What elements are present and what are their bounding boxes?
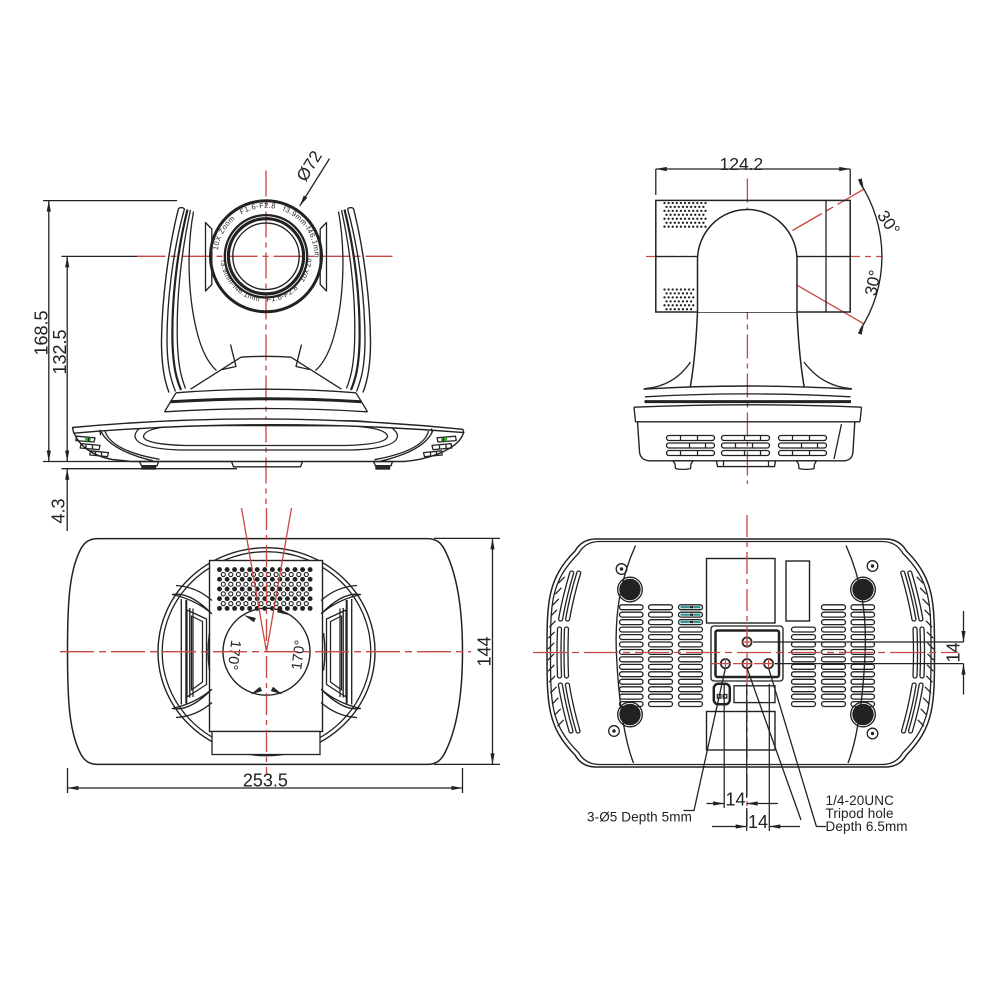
svg-text:30°: 30° — [861, 268, 885, 297]
svg-text:4.3: 4.3 — [49, 498, 69, 523]
svg-text:3-Ø5 Depth 5mm: 3-Ø5 Depth 5mm — [587, 810, 692, 825]
svg-text:14: 14 — [748, 812, 768, 832]
svg-text:14: 14 — [725, 790, 745, 810]
svg-text:132.5: 132.5 — [50, 329, 70, 374]
svg-text:170°: 170° — [224, 639, 244, 671]
svg-text:14: 14 — [944, 642, 964, 662]
svg-text:170°: 170° — [289, 639, 309, 671]
svg-text:168.5: 168.5 — [32, 310, 52, 355]
svg-text:124.2: 124.2 — [720, 154, 764, 174]
svg-text:1/4-20UNC: 1/4-20UNC — [826, 793, 895, 808]
svg-text:253.5: 253.5 — [243, 771, 288, 791]
svg-text:Tripod hole: Tripod hole — [826, 806, 894, 821]
svg-text:Depth 6.5mm: Depth 6.5mm — [826, 819, 908, 834]
svg-text:144: 144 — [475, 636, 495, 666]
